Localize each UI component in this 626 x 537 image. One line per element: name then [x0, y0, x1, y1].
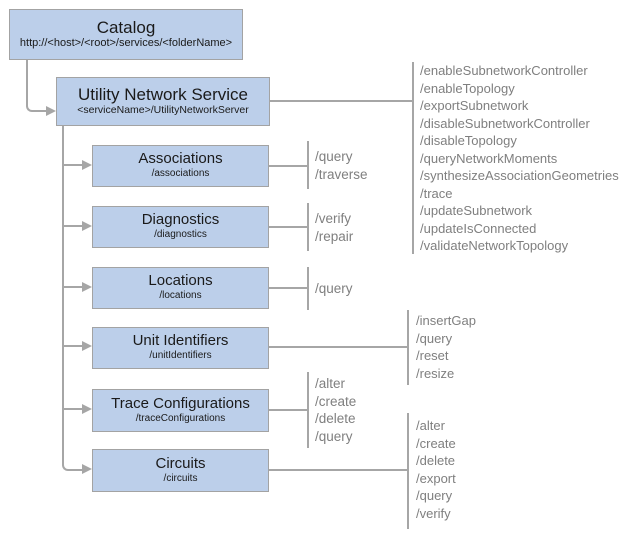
arrowhead-icon	[82, 404, 92, 414]
connector-catalog-to-service	[26, 60, 47, 112]
arrowhead-icon	[82, 160, 92, 170]
associations-title: Associations	[138, 150, 223, 168]
node-catalog: Catalog http://<host>/<root>/services/<f…	[9, 9, 243, 60]
catalog-title: Catalog	[96, 18, 156, 38]
operation-item: /verify	[416, 505, 451, 521]
operation-item: /delete	[315, 411, 356, 426]
operation-item: /validateNetworkTopology	[420, 238, 569, 253]
arrowhead-icon	[46, 106, 56, 116]
operation-item: /updateIsConnected	[420, 220, 537, 236]
connector-branch-unit-identifiers	[63, 345, 83, 347]
operations-list-locations: /query	[315, 280, 353, 298]
operation-item: /insertGap	[416, 313, 476, 328]
node-circuits: Circuits /circuits	[92, 449, 269, 492]
unit-identifiers-title: Unit Identifiers	[132, 332, 229, 350]
operation-item: /delete	[416, 453, 456, 468]
tick-circuits-operations	[407, 413, 409, 529]
tick-trace-configurations-operations	[307, 372, 309, 448]
operation-item: /resize	[416, 365, 455, 381]
connector-service-operations	[270, 100, 412, 102]
arrowhead-icon	[82, 341, 92, 351]
tick-unit-identifiers-operations	[407, 310, 409, 385]
node-trace-configurations: Trace Configurations /traceConfiguration…	[92, 389, 269, 432]
operation-item: /queryNetworkMoments	[420, 150, 558, 166]
operation-item: /verify	[315, 211, 352, 226]
connector-unit-identifiers-operations	[269, 346, 408, 348]
arrowhead-icon	[82, 221, 92, 231]
associations-path: /associations	[151, 168, 210, 180]
operation-item: /disableSubnetworkController	[420, 115, 590, 131]
connector-diagnostics-operations	[269, 226, 307, 228]
operation-item: /trace	[420, 185, 453, 201]
connector-branch-trace-configurations	[63, 408, 83, 410]
operation-item: /synthesizeAssociationGeometries	[420, 168, 619, 183]
operation-item: /enableSubnetworkController	[420, 63, 588, 78]
tick-diagnostics-operations	[307, 203, 309, 251]
operations-list-diagnostics: /verify /repair	[315, 210, 353, 245]
catalog-url: http://<host>/<root>/services/<folderNam…	[19, 37, 233, 50]
connector-locations-operations	[269, 287, 307, 289]
locations-path: /locations	[159, 290, 202, 302]
connector-associations-operations	[269, 165, 307, 167]
operation-item: /create	[416, 435, 456, 451]
operations-list-circuits: /alter /create /delete /export /query /v…	[416, 417, 456, 522]
tick-service-operations	[412, 62, 414, 254]
operation-item: /repair	[315, 228, 354, 244]
circuits-title: Circuits	[155, 454, 206, 472]
connector-branch-associations	[63, 164, 83, 166]
node-associations: Associations /associations	[92, 145, 269, 187]
operations-list-unit-identifiers: /insertGap /query /reset /resize	[416, 312, 476, 382]
operation-item: /create	[315, 393, 357, 409]
locations-title: Locations	[148, 272, 213, 290]
diagnostics-path: /diagnostics	[154, 229, 207, 241]
service-path: <serviceName>/UtilityNetworkServer	[77, 104, 249, 117]
operations-list-trace-configurations: /alter /create /delete /query	[315, 375, 356, 445]
connector-service-trunk	[62, 126, 83, 471]
node-locations: Locations /locations	[92, 267, 269, 309]
diagnostics-title: Diagnostics	[141, 211, 220, 229]
operation-item: /enableTopology	[420, 80, 515, 96]
operation-item: /alter	[416, 418, 445, 433]
circuits-path: /circuits	[163, 472, 198, 484]
operation-item: /query	[315, 149, 353, 164]
node-diagnostics: Diagnostics /diagnostics	[92, 206, 269, 248]
operation-item: /query	[315, 428, 353, 444]
operations-list-service: /enableSubnetworkController /enableTopol…	[420, 62, 619, 255]
operation-item: /query	[315, 281, 353, 296]
operation-item: /reset	[416, 348, 449, 363]
arrowhead-icon	[82, 282, 92, 292]
operation-item: /alter	[315, 376, 346, 391]
arrowhead-icon	[82, 464, 92, 474]
connector-trace-configurations-operations	[269, 409, 307, 411]
tick-associations-operations	[307, 141, 309, 189]
operation-item: /query	[416, 330, 453, 346]
operation-item: /query	[416, 488, 453, 503]
node-unit-identifiers: Unit Identifiers /unitIdentifiers	[92, 327, 269, 369]
trace-configurations-title: Trace Configurations	[111, 394, 250, 412]
operation-item: /export	[416, 470, 456, 486]
connector-circuits-operations	[269, 469, 408, 471]
operation-item: /exportSubnetwork	[420, 98, 529, 113]
connector-branch-locations	[63, 286, 83, 288]
trace-configurations-path: /traceConfigurations	[135, 412, 226, 424]
operation-item: /traverse	[315, 166, 368, 182]
connector-branch-diagnostics	[63, 225, 83, 227]
tick-locations-operations	[307, 267, 309, 310]
service-title: Utility Network Service	[77, 85, 249, 105]
operations-list-associations: /query /traverse	[315, 148, 368, 183]
operation-item: /disableTopology	[420, 133, 517, 148]
node-utility-network-service: Utility Network Service <serviceName>/Ut…	[56, 77, 270, 126]
operation-item: /updateSubnetwork	[420, 203, 533, 218]
unit-identifiers-path: /unitIdentifiers	[149, 350, 212, 362]
